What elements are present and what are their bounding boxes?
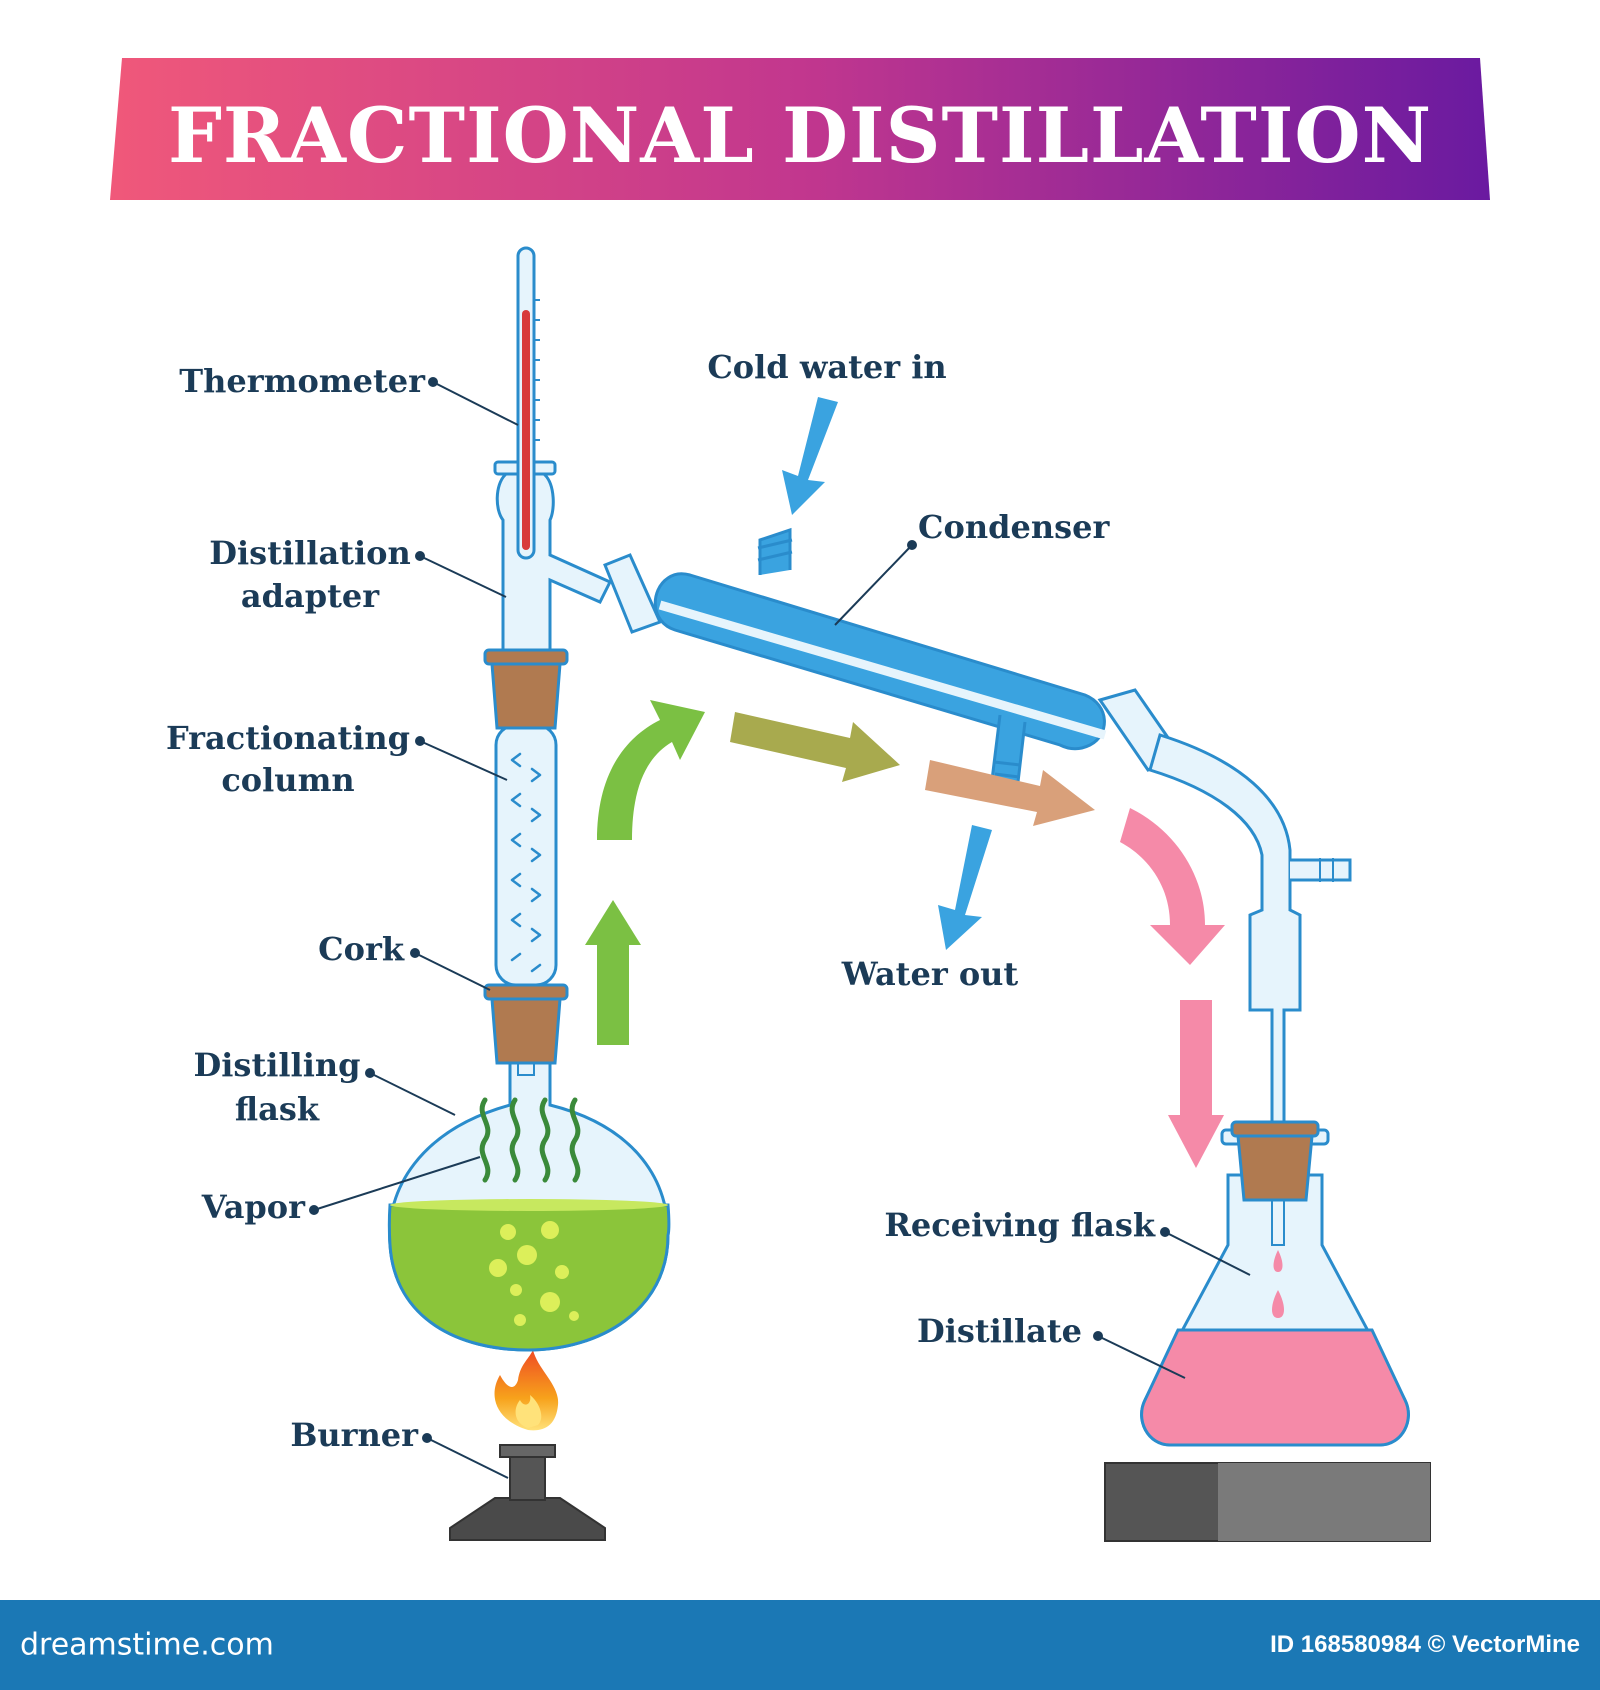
distillate-drops xyxy=(1272,1250,1284,1318)
vapor xyxy=(479,1097,581,1183)
cork-receiving xyxy=(1230,1120,1320,1202)
label-distilling-flask-line1: Distilling xyxy=(194,1046,361,1084)
banner-background xyxy=(110,58,1490,200)
cork-upper xyxy=(483,648,569,730)
stand xyxy=(1104,1462,1431,1542)
label-fractionating-column-line1: Fractionating xyxy=(166,719,410,757)
label-vapor: Vapor xyxy=(201,1188,306,1226)
condenser xyxy=(653,527,1107,784)
vapor-arrow-up xyxy=(585,900,641,1045)
vapor-arrow-right xyxy=(730,712,900,782)
page-title: FRACTIONAL DISTILLATION xyxy=(167,91,1433,180)
label-distillate: Distillate xyxy=(917,1312,1082,1350)
vapor-arrow-curve xyxy=(597,700,705,840)
label-water-out: Water out xyxy=(841,955,1019,993)
footer-site: dreamstime.com xyxy=(20,1627,274,1663)
footer-bar: dreamstime.com ID 168580984 © VectorMine xyxy=(0,1600,1600,1690)
footer-credit: ID 168580984 © VectorMine xyxy=(1270,1631,1580,1658)
label-receiving-flask: Receiving flask xyxy=(884,1206,1156,1244)
burner xyxy=(449,1444,606,1541)
flame-icon xyxy=(494,1350,559,1431)
labels: Thermometer Distillation adapter Fractio… xyxy=(166,348,1156,1454)
label-thermometer: Thermometer xyxy=(179,362,426,400)
label-cork: Cork xyxy=(318,930,405,968)
cold-water-in-arrow xyxy=(782,397,838,515)
cork-lower xyxy=(483,983,569,1065)
label-fractionating-column-line2: column xyxy=(221,761,354,799)
label-burner: Burner xyxy=(290,1416,419,1454)
condensate-arrow-curve xyxy=(1120,808,1225,965)
label-condenser: Condenser xyxy=(918,508,1110,546)
distilling-flask xyxy=(387,1058,671,1352)
leader-lines xyxy=(309,377,1251,1479)
label-distillation-adapter-line1: Distillation xyxy=(209,534,410,572)
bubbles xyxy=(489,1221,579,1326)
receiver-adapter xyxy=(1097,688,1352,1127)
water-out-arrow xyxy=(938,825,992,950)
title-banner: FRACTIONAL DISTILLATION xyxy=(110,58,1490,200)
distillation-diagram: Thermometer Distillation adapter Fractio… xyxy=(166,246,1431,1542)
label-distillation-adapter-line2: adapter xyxy=(241,577,380,615)
distillate-arrow-down xyxy=(1168,1000,1224,1168)
thermometer xyxy=(516,246,540,560)
label-cold-water-in: Cold water in xyxy=(707,348,946,386)
condensate-arrow-right xyxy=(925,760,1095,826)
label-distilling-flask-line2: flask xyxy=(235,1090,320,1128)
